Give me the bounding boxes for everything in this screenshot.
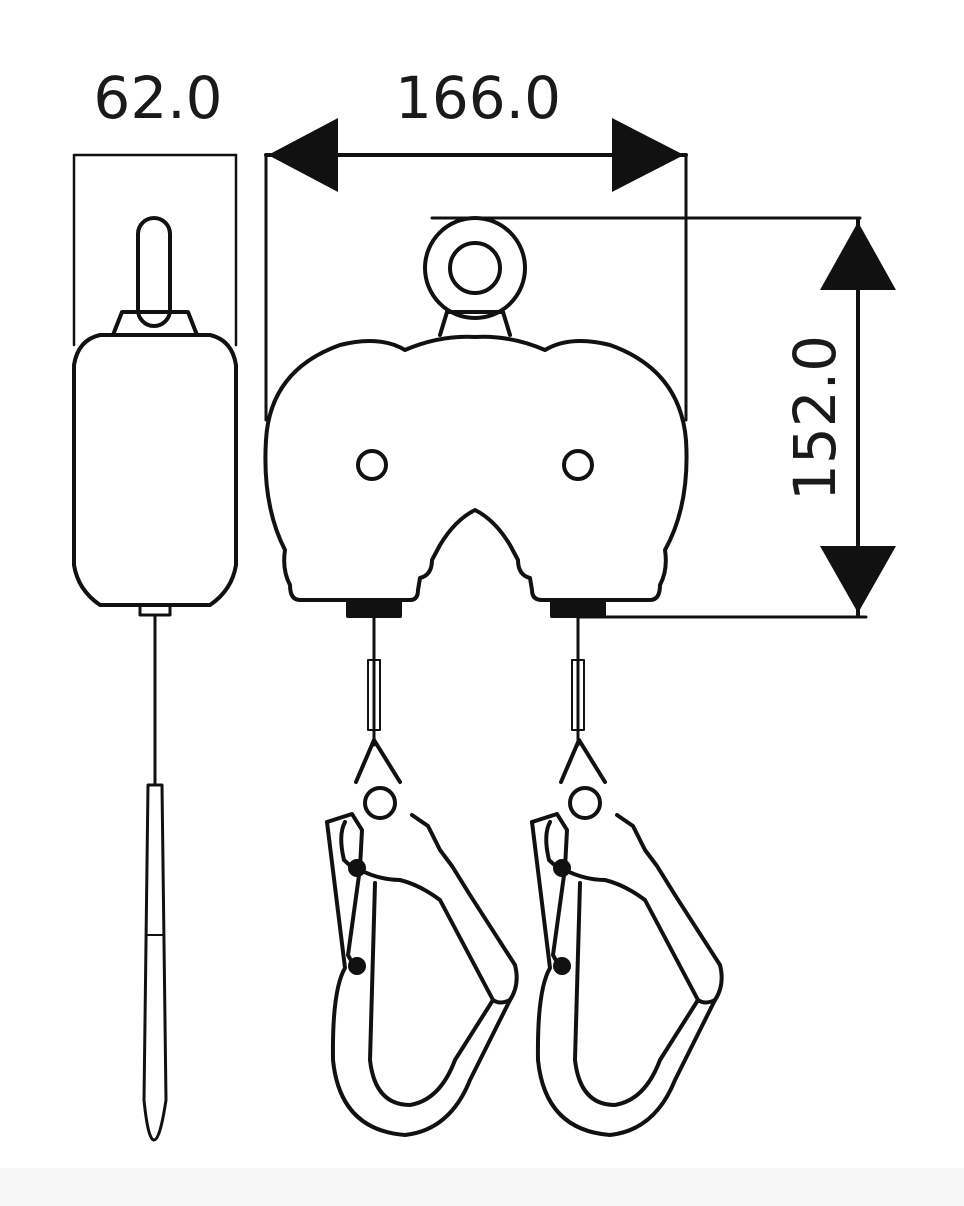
height-dimension-arrow xyxy=(430,216,896,619)
carabiner-left xyxy=(325,738,519,1137)
bottom-band xyxy=(0,1168,964,1206)
rivet-icon xyxy=(562,449,594,481)
width-dimension-arrow xyxy=(264,118,688,422)
side-dimension-lines xyxy=(72,153,238,347)
side-view-device xyxy=(72,216,238,1142)
dimension-width-side: 62.0 xyxy=(93,64,222,132)
front-view-device xyxy=(263,216,689,747)
rivet-icon xyxy=(356,449,388,481)
dimension-width-front: 166.0 xyxy=(395,64,561,132)
dimension-height-front: 152.0 xyxy=(781,335,849,501)
carabiner-right xyxy=(530,738,724,1137)
